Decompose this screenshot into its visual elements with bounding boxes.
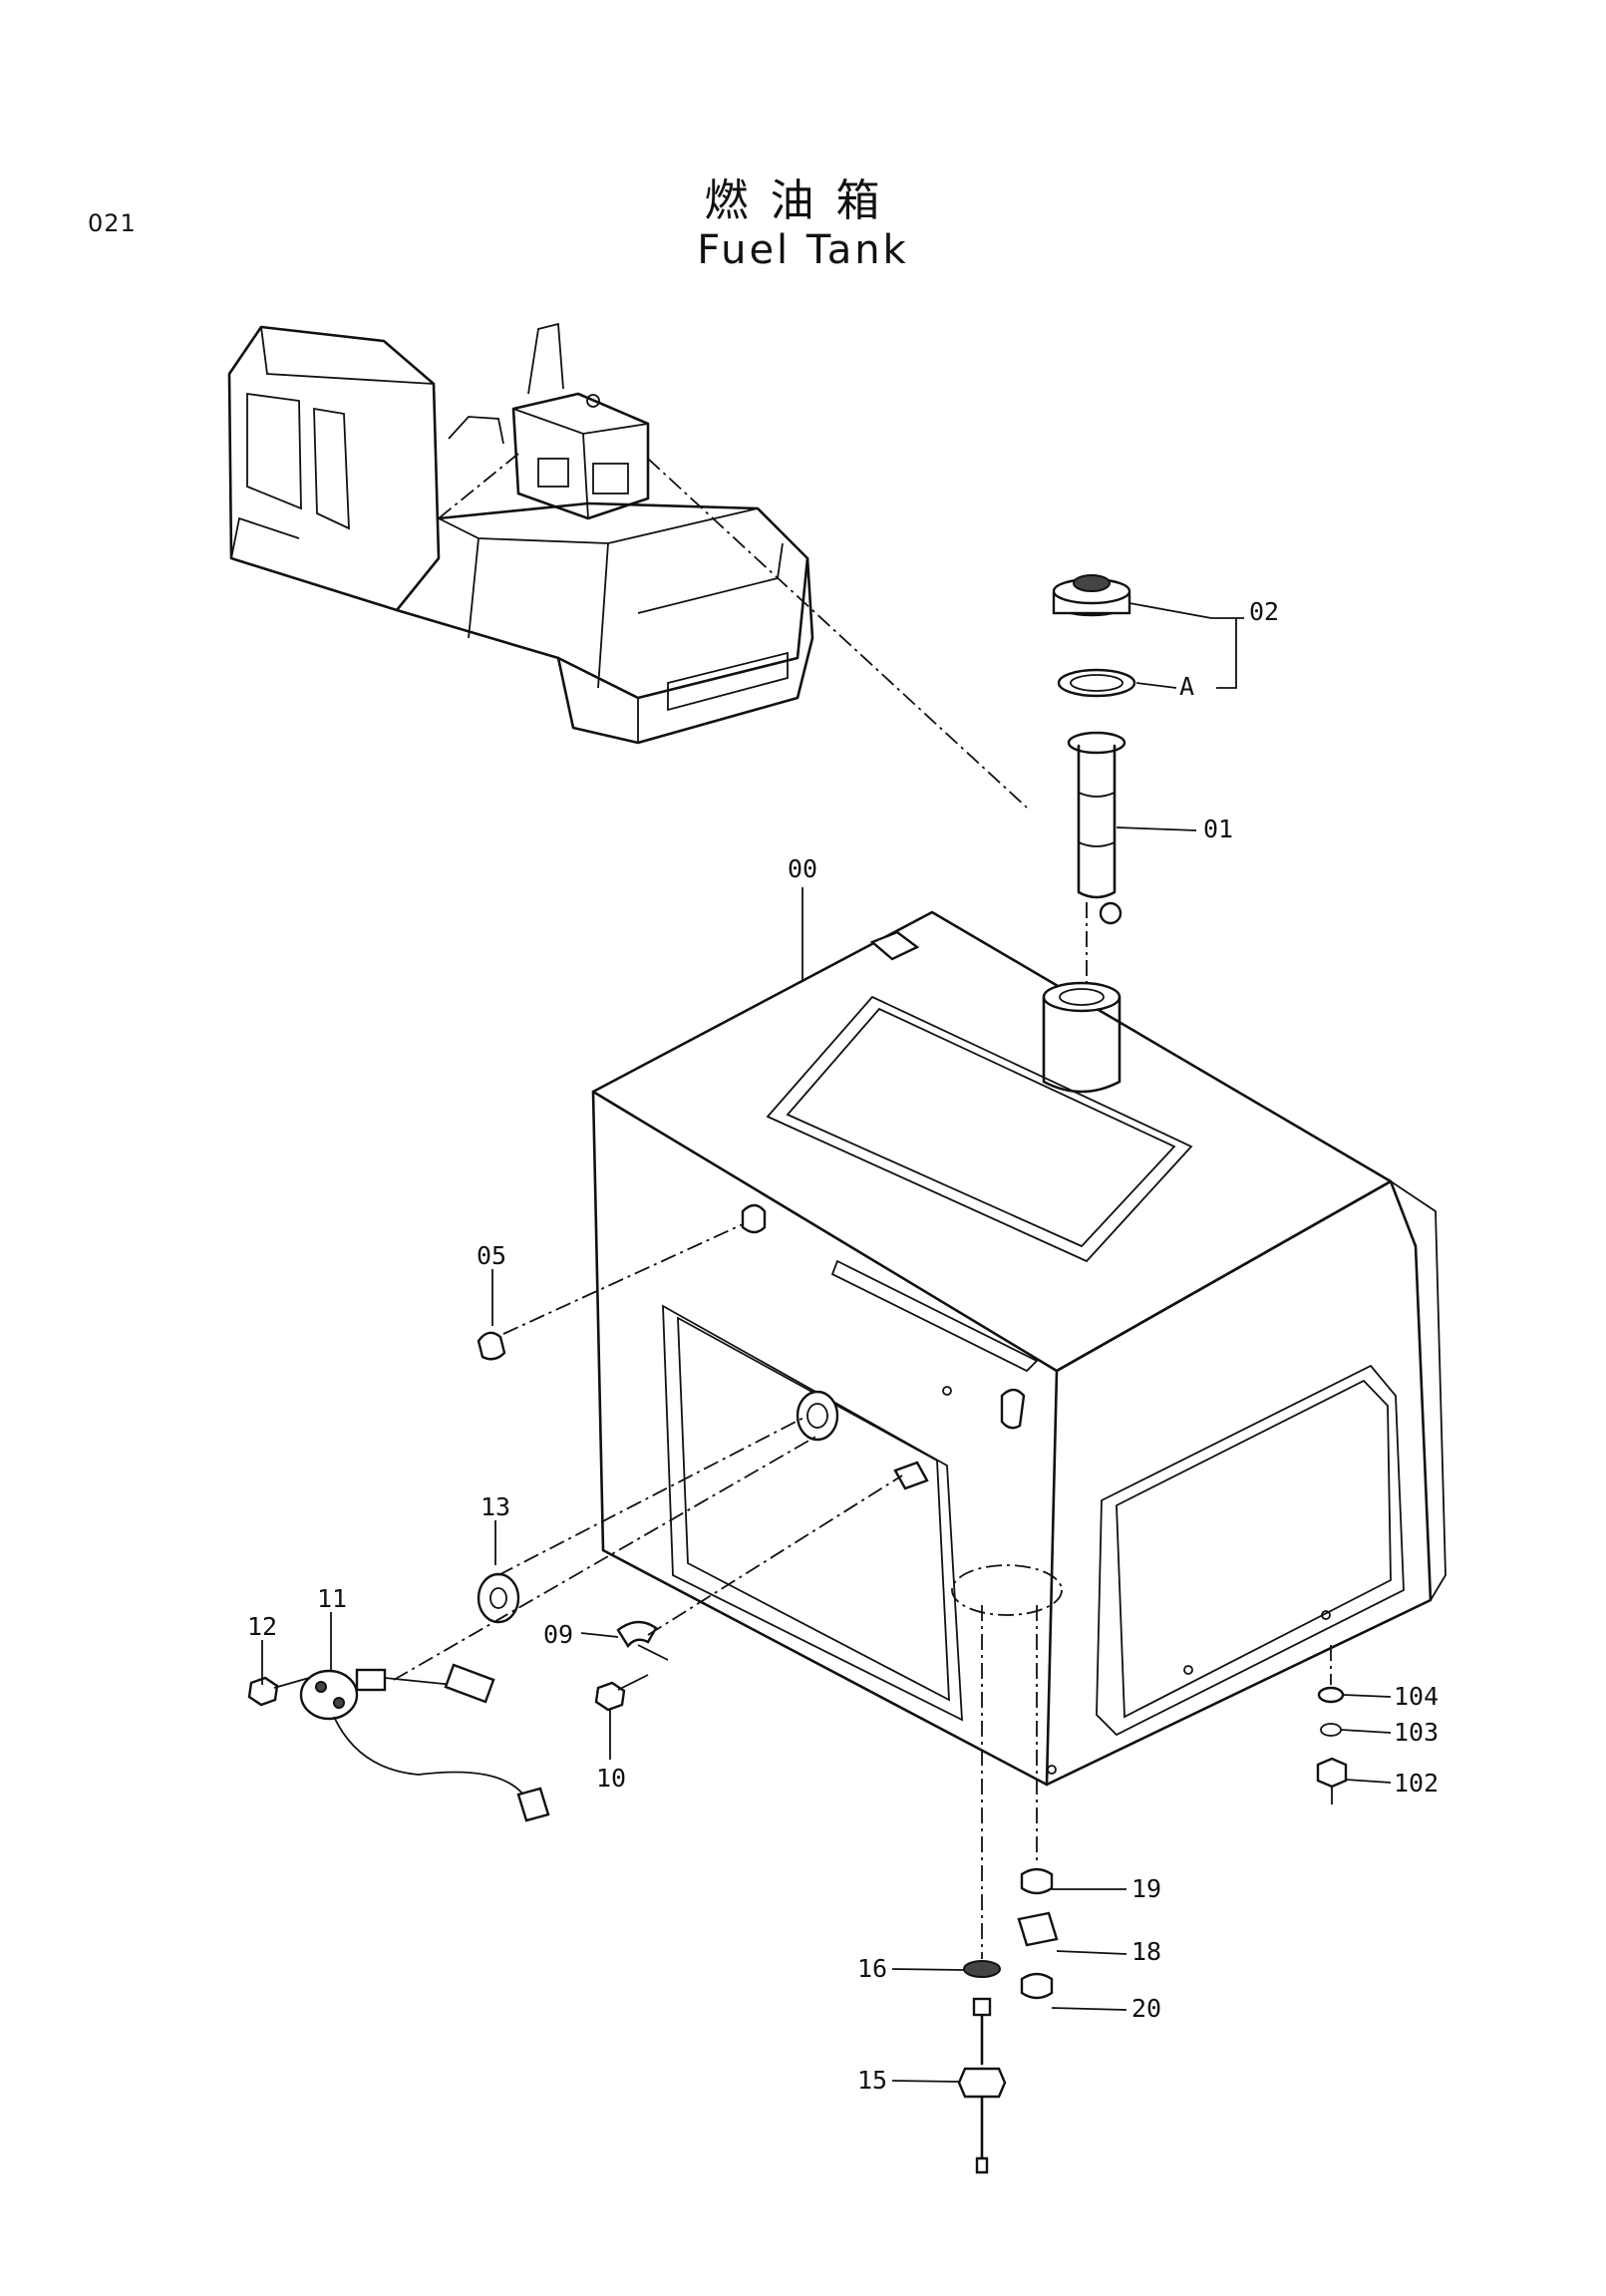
- callout-09: 09: [543, 1620, 573, 1649]
- callout-15: 15: [857, 2066, 887, 2095]
- callout-102: 102: [1394, 1769, 1439, 1798]
- callout-a: A: [1179, 672, 1194, 701]
- callout-11: 11: [317, 1584, 347, 1613]
- title-chinese: 燃油箱: [704, 175, 902, 226]
- fuel-tank-location-marker: [511, 392, 650, 520]
- callout-20: 20: [1131, 1994, 1161, 2023]
- fuel-tank-body: [591, 910, 1446, 1787]
- callout-13: 13: [481, 1492, 510, 1521]
- title-english: Fuel Tank: [697, 227, 909, 273]
- callout-18: 18: [1131, 1937, 1161, 1966]
- callout-10: 10: [596, 1764, 626, 1793]
- callout-leaders: [261, 602, 1392, 2083]
- page-number: 021: [88, 209, 137, 237]
- callout-05: 05: [477, 1241, 506, 1270]
- callout-103: 103: [1394, 1718, 1439, 1747]
- level-sensor-assembly: [247, 1223, 903, 1822]
- callout-02: 02: [1249, 597, 1279, 626]
- callout-16: 16: [857, 1954, 887, 1983]
- fuel-cap-assembly: [1052, 574, 1136, 987]
- callout-12: 12: [247, 1612, 277, 1641]
- callout-19: 19: [1131, 1874, 1161, 1903]
- callout-01: 01: [1203, 815, 1233, 843]
- callout-00: 00: [788, 854, 817, 883]
- excavator-locator-sketch: [227, 322, 1028, 809]
- callout-104: 104: [1394, 1682, 1439, 1711]
- drain-valve-assembly: [957, 1605, 1348, 2174]
